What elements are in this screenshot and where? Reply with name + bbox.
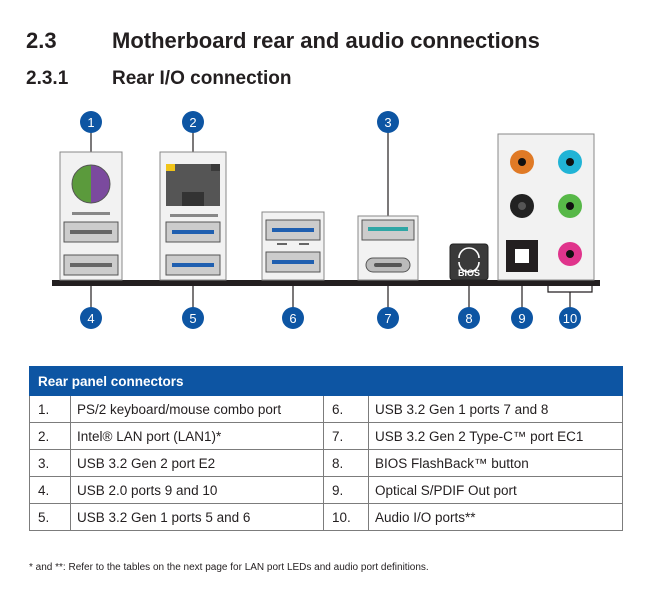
- callout-3: 3: [384, 115, 391, 130]
- audio-block: [497, 133, 595, 281]
- table-header: Rear panel connectors: [29, 366, 623, 396]
- callout-circles: 1 2 3 4 5 6 7 8 9 10: [80, 111, 581, 329]
- footnote: * and **: Refer to the tables on the nex…: [29, 562, 429, 573]
- callout-2: 2: [189, 115, 196, 130]
- io-shield-plate: [52, 280, 600, 286]
- usb-ports-7-8: [261, 211, 325, 281]
- ps2-keyboard-half: [91, 165, 110, 203]
- rear-io-diagram: BIOS 1 2 3 4 5 6 7 8 9 1: [52, 111, 600, 329]
- callout-9: 9: [518, 311, 525, 326]
- section-title: Motherboard rear and audio connections: [112, 28, 540, 53]
- callout-8: 8: [465, 311, 472, 326]
- table-row: 4. USB 2.0 ports 9 and 10 9. Optical S/P…: [29, 476, 623, 504]
- ps2-mouse-half: [72, 165, 91, 203]
- lan-led-left: [166, 164, 175, 171]
- callout-7: 7: [384, 311, 391, 326]
- callout-10: 10: [563, 311, 577, 326]
- rear-panel-connectors-table: Rear panel connectors 1. PS/2 keyboard/m…: [29, 366, 623, 531]
- subsection-title: Rear I/O connection: [112, 68, 292, 89]
- table-row: 3. USB 3.2 Gen 2 port E2 8. BIOS FlashBa…: [29, 449, 623, 477]
- table-row: 5. USB 3.2 Gen 1 ports 5 and 6 10. Audio…: [29, 503, 623, 531]
- callout-4: 4: [87, 311, 94, 326]
- section-number: 2.3: [26, 28, 57, 53]
- lan-usb-stack: [159, 151, 227, 281]
- bios-label: BIOS: [458, 268, 480, 278]
- usb-e2-typec-stack: [357, 215, 419, 281]
- callout-1: 1: [87, 115, 94, 130]
- table-row: 2. Intel® LAN port (LAN1)* 7. USB 3.2 Ge…: [29, 422, 623, 450]
- table-row: 1. PS/2 keyboard/mouse combo port 6. USB…: [29, 395, 623, 423]
- callout-6: 6: [289, 311, 296, 326]
- subsection-number: 2.3.1: [26, 68, 69, 89]
- callout-5: 5: [189, 311, 196, 326]
- bios-flashback-button: BIOS: [449, 243, 489, 281]
- ps2-usb-stack: [59, 151, 123, 281]
